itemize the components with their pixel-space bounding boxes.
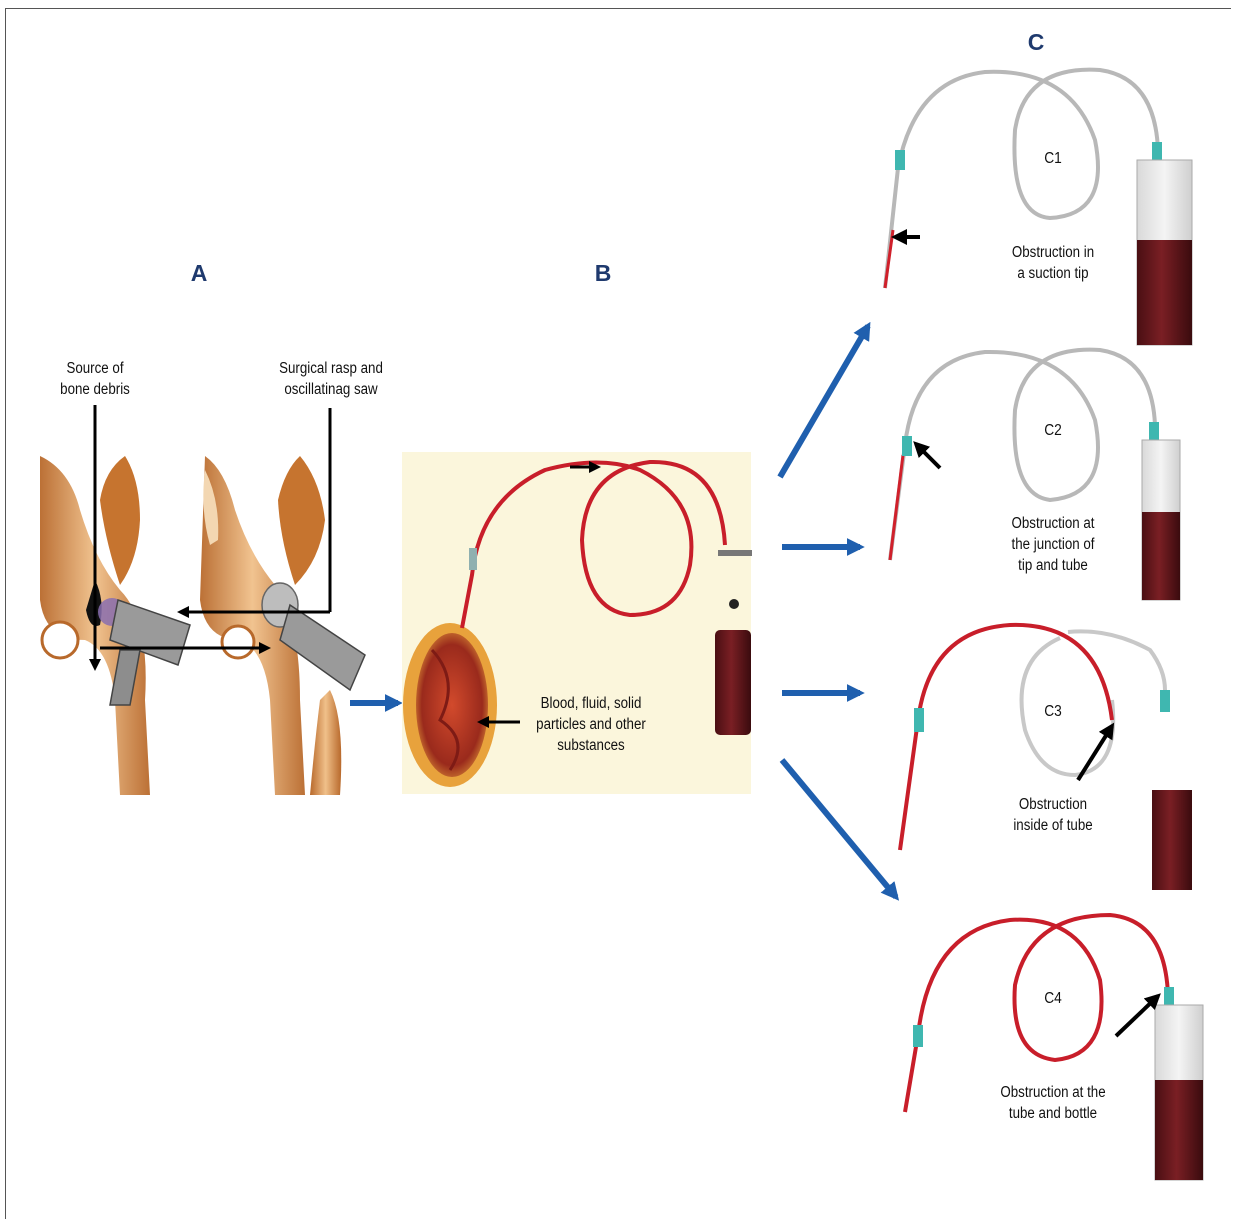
c1-suction-diagram [885,70,1192,345]
label-bone-debris-source: Source of bone debris [60,358,130,400]
c4-caption: Obstruction at the tube and bottle [1000,1082,1105,1124]
surgical-rasp-tool [110,600,190,705]
c3-caption: Obstruction inside of tube [1013,794,1092,836]
c1-caption: Obstruction in a suction tip [1012,242,1094,284]
label-rasp-and-saw: Surgical rasp and oscillatinag saw [279,358,383,400]
panel-letter-b: B [595,260,612,287]
c2-id-label: C2 [1044,422,1062,440]
label-wound-contents: Blood, fluid, solid particles and other … [536,693,646,756]
hip-anatomy-illustration [40,405,365,795]
c3-suction-diagram [900,625,1192,890]
panel-letter-a: A [191,260,208,287]
c1-id-label: C1 [1044,150,1062,168]
panel-letter-c: C [1028,29,1045,56]
c4-suction-diagram [905,915,1203,1180]
c4-id-label: C4 [1044,990,1062,1008]
c2-caption: Obstruction at the junction of tip and t… [1011,513,1094,576]
flow-arrows-b-to-c [780,326,896,897]
c3-id-label: C3 [1044,703,1062,721]
